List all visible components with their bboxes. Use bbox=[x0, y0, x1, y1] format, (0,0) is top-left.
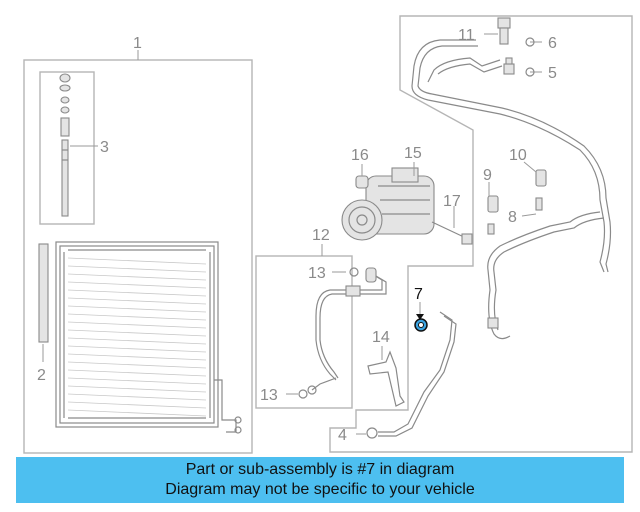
callout-7: 7 bbox=[414, 286, 423, 303]
o-ring-5-part bbox=[525, 67, 535, 77]
o-ring-part-7 bbox=[414, 318, 428, 332]
callout-14: 14 bbox=[372, 329, 390, 346]
callout-3: 3 bbox=[100, 139, 109, 156]
callout-5: 5 bbox=[548, 65, 557, 82]
drier-assembly-part bbox=[59, 73, 71, 217]
callout-4: 4 bbox=[338, 427, 347, 444]
condenser-part bbox=[55, 241, 242, 434]
cap-part bbox=[355, 175, 369, 189]
bracket-part bbox=[367, 350, 405, 407]
compressor-part bbox=[341, 167, 435, 241]
callout-17: 17 bbox=[443, 193, 461, 210]
drier-inset-frame bbox=[39, 71, 95, 225]
bolt-part bbox=[431, 221, 473, 245]
lines-group-frame bbox=[329, 15, 633, 453]
hose-group-frame bbox=[255, 255, 353, 409]
callout-13-lower: 13 bbox=[260, 387, 278, 404]
callout-11: 11 bbox=[458, 27, 475, 44]
callout-13-upper: 13 bbox=[308, 265, 326, 282]
ac-lines-part bbox=[366, 17, 612, 439]
hose-assembly-part bbox=[307, 267, 387, 395]
callout-15: 15 bbox=[404, 145, 422, 162]
side-bracket-part bbox=[38, 243, 49, 343]
callout-2: 2 bbox=[37, 367, 46, 384]
callout-10: 10 bbox=[509, 147, 527, 164]
callout-9: 9 bbox=[483, 167, 492, 184]
o-ring-lower-part bbox=[298, 389, 308, 399]
parts-diagram: 1 2 3 4 5 6 7 8 9 10 11 12 13 13 14 15 1… bbox=[23, 15, 633, 454]
banner-line-2: Diagram may not be specific to your vehi… bbox=[165, 481, 475, 498]
callout-1: 1 bbox=[133, 35, 142, 52]
callout-6: 6 bbox=[548, 35, 557, 52]
callout-12: 12 bbox=[312, 227, 330, 244]
info-banner: Part or sub-assembly is #7 in diagram Di… bbox=[16, 457, 624, 503]
callout-16: 16 bbox=[351, 147, 369, 164]
o-ring-upper-part bbox=[349, 267, 359, 277]
o-ring-6-part bbox=[525, 37, 535, 47]
banner-line-1: Part or sub-assembly is #7 in diagram bbox=[185, 461, 455, 478]
callout-8: 8 bbox=[508, 209, 517, 226]
condenser-fins bbox=[67, 257, 207, 417]
